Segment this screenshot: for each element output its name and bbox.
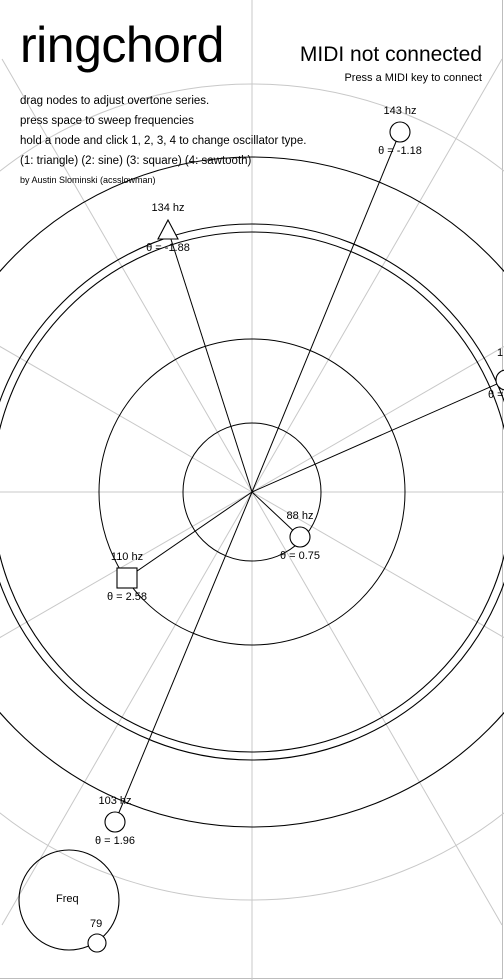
node-spoke bbox=[114, 491, 253, 823]
node-theta-label: θ = bbox=[488, 389, 504, 401]
node-spokes bbox=[114, 131, 504, 823]
node-freq-label: 134 hz bbox=[151, 202, 184, 214]
freq-value: 79 bbox=[90, 918, 103, 930]
midi-hint: Press a MIDI key to connect bbox=[344, 72, 482, 84]
freq-control[interactable] bbox=[18, 849, 120, 953]
grid-radial-line bbox=[251, 58, 503, 493]
node-spoke bbox=[251, 131, 401, 493]
oscillator-nodes[interactable] bbox=[104, 121, 504, 833]
node-freq-label: 88 hz bbox=[287, 510, 314, 522]
node-spoke bbox=[251, 380, 504, 493]
freq-dial-ring[interactable] bbox=[18, 849, 120, 951]
ring-circle bbox=[0, 83, 504, 901]
rings bbox=[0, 83, 504, 901]
node-spoke bbox=[167, 229, 253, 493]
node-freq-label: 1 bbox=[497, 347, 503, 359]
app-title: ringchord bbox=[20, 17, 224, 73]
grid-radial-line bbox=[1, 58, 253, 493]
node-handle-circle[interactable] bbox=[495, 369, 504, 391]
freq-dial-handle[interactable] bbox=[87, 933, 107, 953]
credit: by Austin Slominski (acsslowman) bbox=[20, 175, 156, 185]
node-handle-triangle[interactable] bbox=[157, 218, 179, 240]
node-spoke bbox=[126, 491, 253, 579]
midi-status: MIDI not connected bbox=[299, 43, 482, 66]
node-freq-label: 110 hz bbox=[111, 551, 143, 563]
grid-radial-line bbox=[0, 491, 253, 639]
node-freq-label: 103 hz bbox=[98, 795, 131, 807]
grid-radial-line bbox=[1, 491, 253, 926]
node-handle-circle[interactable] bbox=[104, 811, 126, 833]
instruction-space: press space to sweep frequencies bbox=[20, 115, 194, 127]
instruction-types: (1: triangle) (2: sine) (3: square) (4: … bbox=[20, 155, 252, 167]
node-handle-circle[interactable] bbox=[289, 526, 311, 548]
instruction-drag: drag nodes to adjust overtone series. bbox=[20, 95, 210, 107]
node-freq-label: 143 hz bbox=[383, 105, 416, 117]
node-theta-label: θ = 2.58 bbox=[107, 591, 147, 603]
ring-circle bbox=[0, 223, 504, 761]
node-handle-circle[interactable] bbox=[389, 121, 411, 143]
ring-circle bbox=[182, 422, 322, 562]
ring-circle bbox=[0, 156, 504, 828]
node-theta-label: θ = 0.75 bbox=[280, 550, 320, 562]
ring-circle bbox=[98, 338, 406, 646]
grid-radial-line bbox=[251, 491, 504, 639]
instruction-oscillator: hold a node and click 1, 2, 3, 4 to chan… bbox=[20, 135, 307, 147]
node-theta-label: θ = 1.96 bbox=[95, 835, 135, 847]
node-theta-label: θ = -1.18 bbox=[378, 145, 422, 157]
node-theta-label: θ = -1.88 bbox=[146, 242, 190, 254]
freq-label: Freq bbox=[56, 893, 79, 905]
node-labels: 143 hz θ = -1.18 134 hz θ = -1.88 1 θ = 88 hz θ… bbox=[95, 105, 504, 847]
grid-radial-line bbox=[251, 491, 503, 926]
node-spoke bbox=[251, 491, 301, 538]
grid-radial-line bbox=[251, 345, 504, 493]
node-handle-square[interactable] bbox=[116, 567, 138, 589]
grid-radial-line bbox=[0, 345, 253, 493]
ring-circle bbox=[0, 231, 504, 753]
